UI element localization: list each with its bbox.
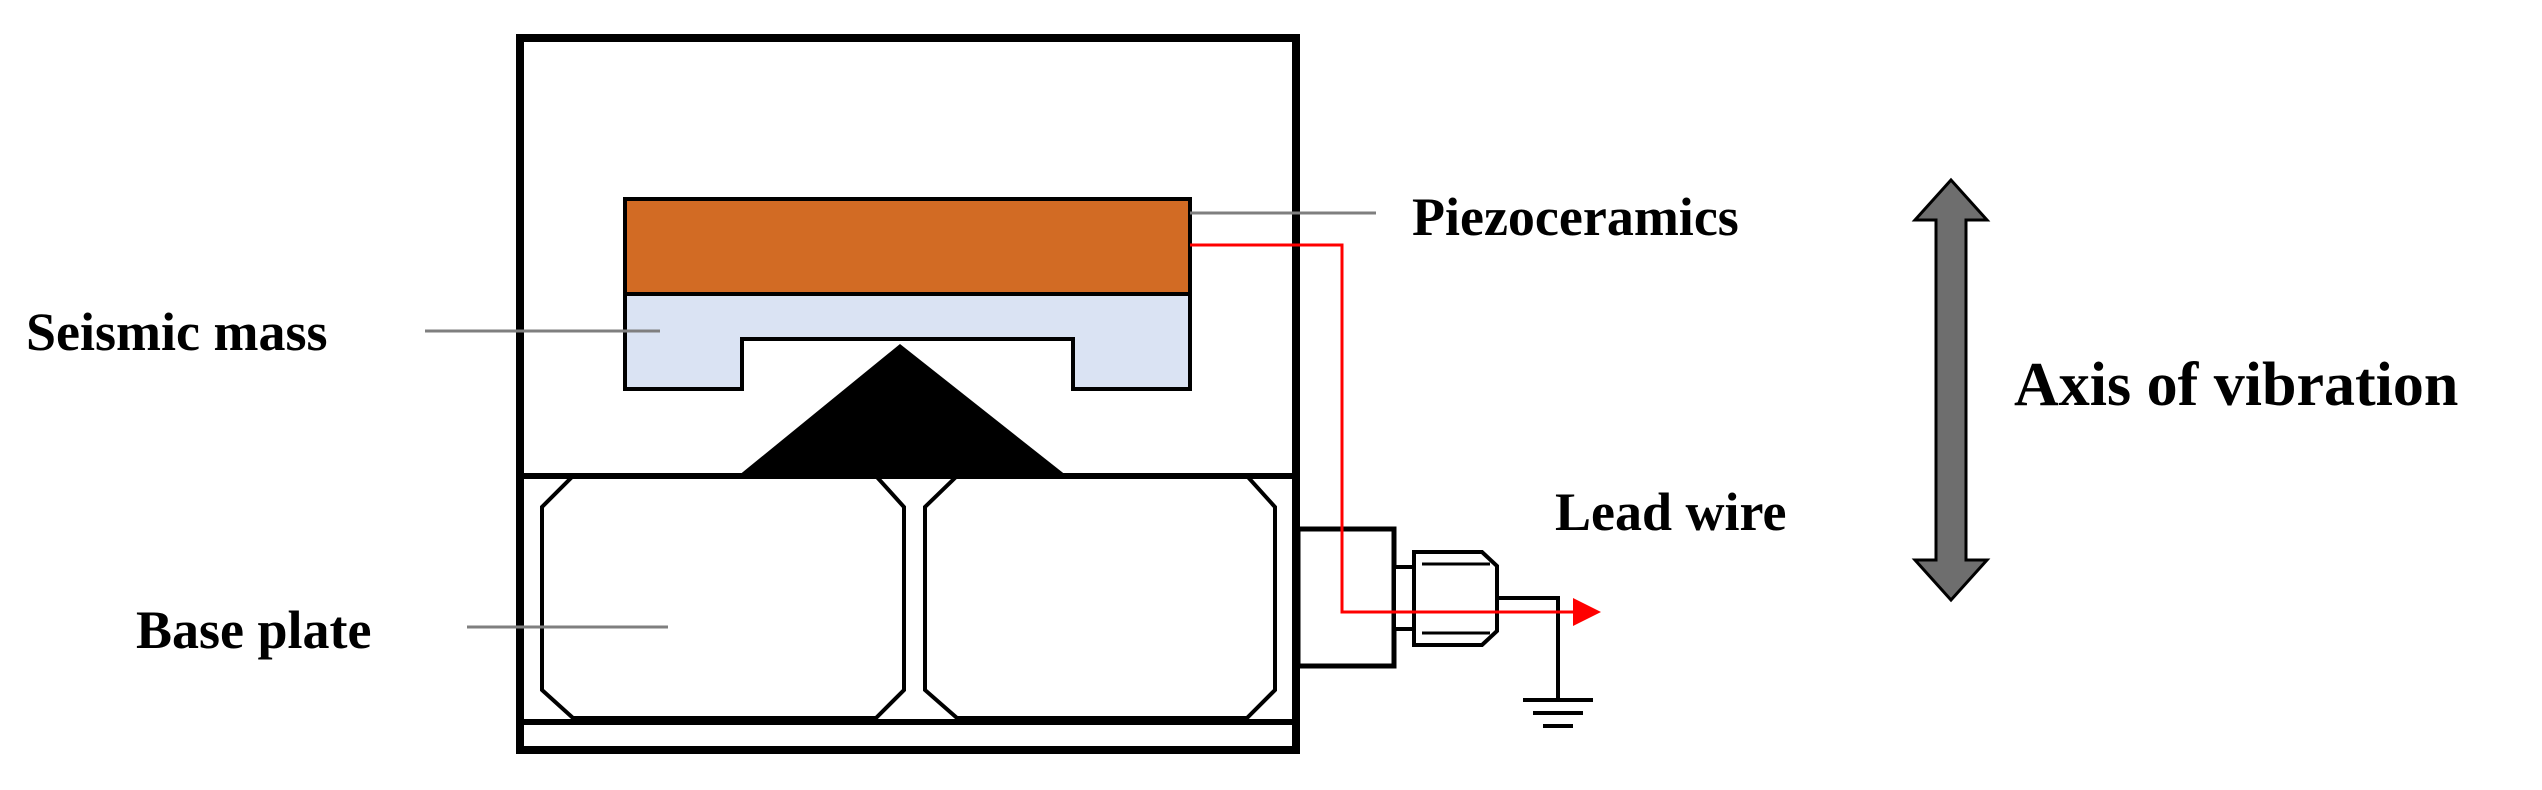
piezoceramics-layer — [623, 197, 1192, 296]
base-plate-chamber-right — [923, 474, 1277, 720]
base-plate-chamber-left — [540, 474, 906, 720]
threaded-connector — [1392, 550, 1499, 647]
label-seismic-mass: Seismic mass — [26, 302, 327, 362]
lead-wire-arrowhead — [1573, 598, 1601, 626]
label-lead-wire: Lead wire — [1555, 482, 1786, 542]
lead-wire — [1190, 243, 1601, 626]
connector-block — [1295, 526, 1397, 669]
sensor-housing — [516, 34, 1300, 754]
label-axis-of-vibration: Axis of vibration — [2014, 351, 2458, 419]
label-base-plate: Base plate — [136, 600, 372, 660]
label-piezoceramics: Piezoceramics — [1412, 187, 1739, 247]
seismic-mass-block — [623, 292, 1192, 391]
support-triangle — [738, 344, 1067, 476]
ground-symbol-icon — [1497, 596, 1593, 728]
double-headed-arrow-icon — [1911, 177, 1991, 603]
base-plate — [520, 473, 1296, 725]
